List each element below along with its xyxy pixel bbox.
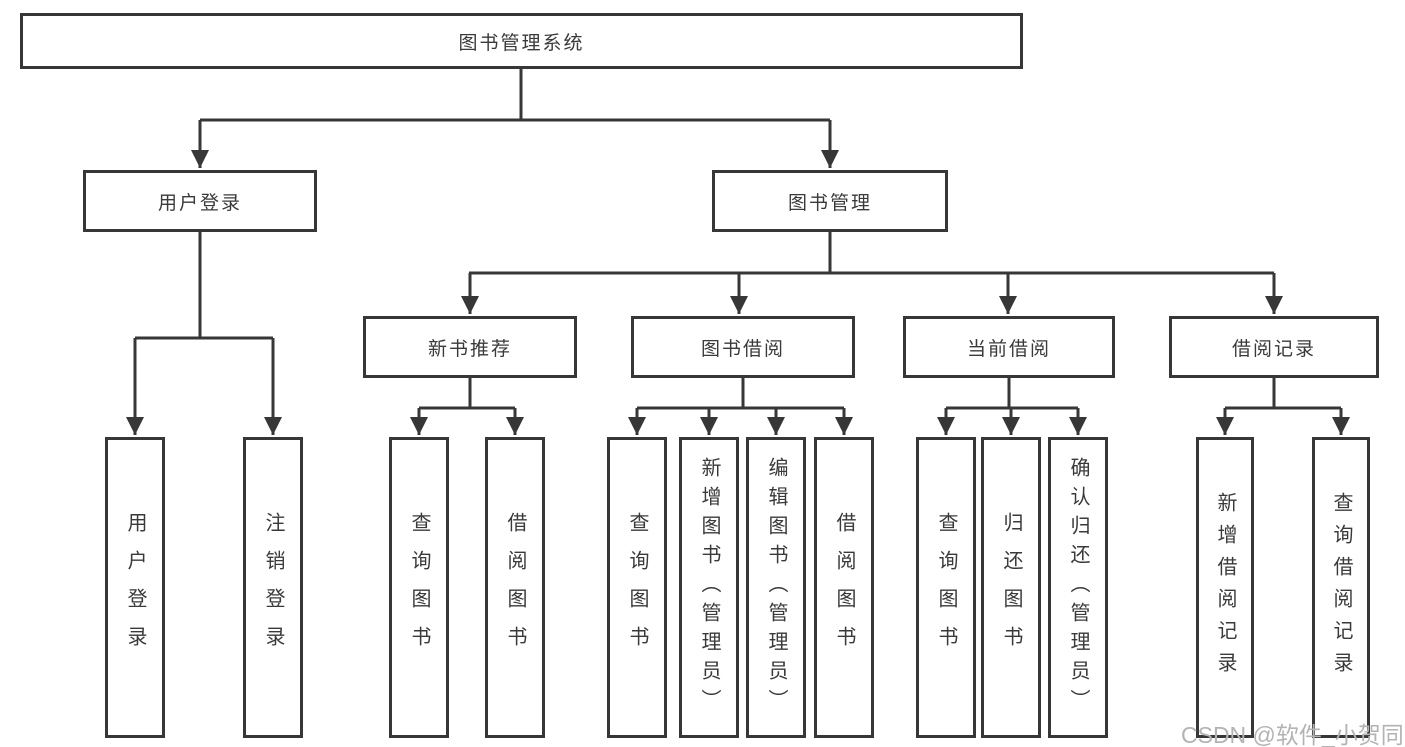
- leaf-borrow-books-recommend: 借阅图书: [485, 437, 545, 738]
- leaf-confirm-return-admin: 确认归还（管理员）: [1048, 437, 1108, 738]
- node-label: 编辑图书（管理员）: [765, 457, 787, 718]
- node-book-management: 图书管理: [712, 170, 948, 232]
- node-label: 查询图书: [408, 511, 430, 664]
- node-label: 新增借阅记录: [1214, 491, 1236, 684]
- node-label: 注销登录: [262, 511, 284, 664]
- leaf-query-books-current: 查询图书: [916, 437, 976, 738]
- node-label: 图书管理系统: [458, 32, 585, 54]
- leaf-edit-book-admin: 编辑图书（管理员）: [746, 437, 806, 738]
- node-label: 图书借阅: [700, 338, 785, 360]
- node-label: 新增图书（管理员）: [698, 457, 720, 718]
- leaf-add-book-admin: 新增图书（管理员）: [679, 437, 739, 738]
- node-label: 查询借阅记录: [1330, 491, 1352, 684]
- node-label: 借阅图书: [504, 511, 526, 664]
- leaf-user-login: 用户登录: [105, 437, 165, 738]
- node-label: 查询图书: [935, 511, 957, 664]
- node-label: 用户登录: [157, 192, 242, 214]
- leaf-query-books-borrow: 查询图书: [607, 437, 667, 738]
- leaf-return-book: 归还图书: [981, 437, 1041, 738]
- node-user-login: 用户登录: [83, 170, 317, 232]
- node-label: 借阅图书: [833, 511, 855, 664]
- node-book-borrowing: 图书借阅: [631, 316, 855, 378]
- node-label: 新书推荐: [427, 338, 512, 360]
- leaf-query-books-recommend: 查询图书: [389, 437, 449, 738]
- node-label: 归还图书: [1000, 511, 1022, 664]
- node-label: 图书管理: [787, 192, 872, 214]
- node-label: 用户登录: [124, 511, 146, 664]
- node-label: 确认归还（管理员）: [1067, 457, 1089, 718]
- node-current-borrowing: 当前借阅: [903, 316, 1115, 378]
- node-root-system: 图书管理系统: [20, 13, 1023, 69]
- leaf-logout: 注销登录: [243, 437, 303, 738]
- csdn-watermark: CSDN @软件_小贺同学: [1181, 722, 1405, 747]
- node-borrowing-records: 借阅记录: [1169, 316, 1379, 378]
- node-label: 查询图书: [626, 511, 648, 664]
- leaf-add-borrow-record: 新增借阅记录: [1196, 437, 1254, 738]
- leaf-borrow-books: 借阅图书: [814, 437, 874, 738]
- node-new-book-recommend: 新书推荐: [363, 316, 577, 378]
- node-label: 借阅记录: [1231, 338, 1316, 360]
- leaf-query-borrow-record: 查询借阅记录: [1312, 437, 1370, 738]
- node-label: 当前借阅: [966, 338, 1051, 360]
